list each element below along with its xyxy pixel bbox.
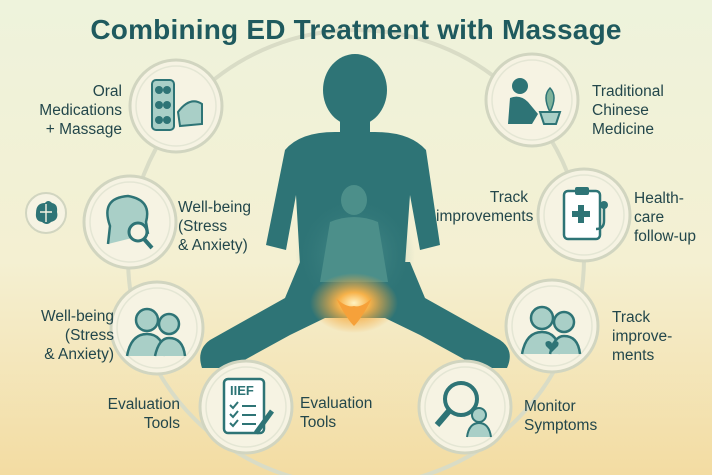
node-label-track-improvements-lower: Track improve- ments <box>612 309 673 364</box>
node-circle <box>82 174 178 270</box>
iief-text: IIEF <box>230 383 254 398</box>
node-circle <box>484 52 580 148</box>
node-label-evaluation-tools-center: Evaluation Tools <box>300 395 373 431</box>
couple-heart-icon <box>520 305 582 355</box>
node-label-evaluation-tools-left: Evaluation Tools <box>107 396 180 432</box>
brain-icon <box>25 192 67 234</box>
node-label-wellbeing-lower: Well-being (Stress & Anxiety) <box>41 308 114 363</box>
page-title: Combining ED Treatment with Massage <box>90 14 622 45</box>
node-circle <box>504 278 600 374</box>
pills-and-hands-icon <box>151 79 203 131</box>
node-circle <box>109 280 205 376</box>
pelvic-glow <box>310 273 398 333</box>
node-label-traditional-chinese-medicine: Traditional Chinese Medicine <box>592 83 664 138</box>
node-label-monitor-symptoms: Monitor Symptoms <box>524 398 598 434</box>
medical-clipboard-icon <box>562 187 608 241</box>
iief-checklist-icon: IIEF <box>222 377 275 435</box>
node-circle: IIEF <box>198 359 294 455</box>
central-figure-icon <box>200 54 510 368</box>
node-label-track-improvements-upper: Track improvements <box>436 189 534 225</box>
person-with-plant-icon <box>508 78 562 125</box>
magnifier-person-icon <box>434 381 492 438</box>
couple-icon <box>125 307 187 357</box>
node-label-wellbeing-upper: Well-being (Stress & Anxiety) <box>178 199 251 254</box>
node-circle <box>128 58 224 154</box>
node-circle <box>536 167 632 263</box>
node-label-healthcare-followup: Health- care follow-up <box>634 190 697 245</box>
head-magnifier-icon <box>106 194 154 250</box>
node-circle <box>417 359 513 455</box>
node-label-oral-medications: Oral Medications + Massage <box>39 83 122 138</box>
